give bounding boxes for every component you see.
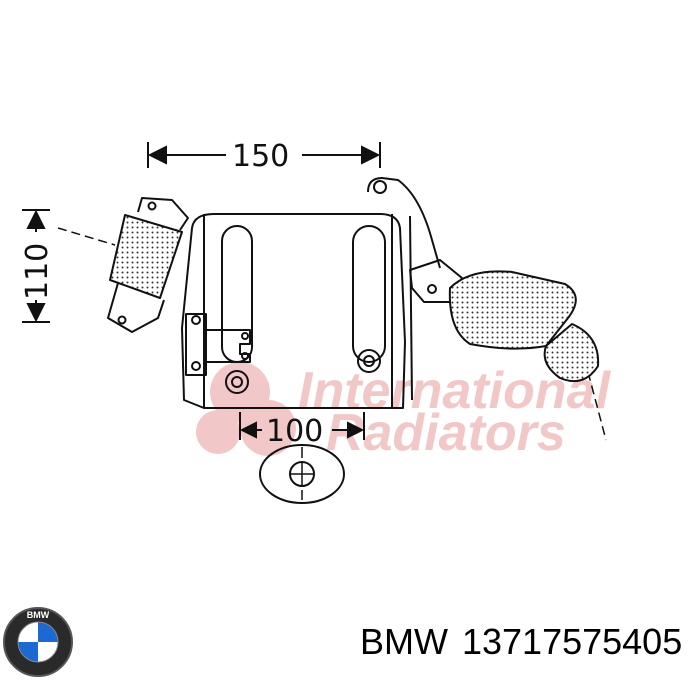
logo-lettering: BMW — [27, 610, 50, 620]
part-number: 13717575405 — [461, 621, 683, 662]
dimension-label-150: 150 — [232, 139, 289, 174]
dimension-label-110: 110 — [20, 243, 55, 300]
dimension-label-100: 100 — [266, 414, 323, 449]
bmw-roundel-icon: BMW — [3, 607, 73, 677]
brand-name: BMW — [360, 621, 448, 662]
flange-detail — [259, 444, 345, 504]
watermark-line-2: Radiators — [326, 404, 566, 462]
intercooler-part — [57, 177, 607, 441]
dimension-width-top — [147, 142, 381, 168]
dimension-width-bottom — [239, 412, 365, 440]
watermark: International Radiators — [196, 362, 612, 462]
dimension-height-left — [22, 209, 50, 323]
part-caption: BMW 13717575405 — [360, 612, 700, 672]
